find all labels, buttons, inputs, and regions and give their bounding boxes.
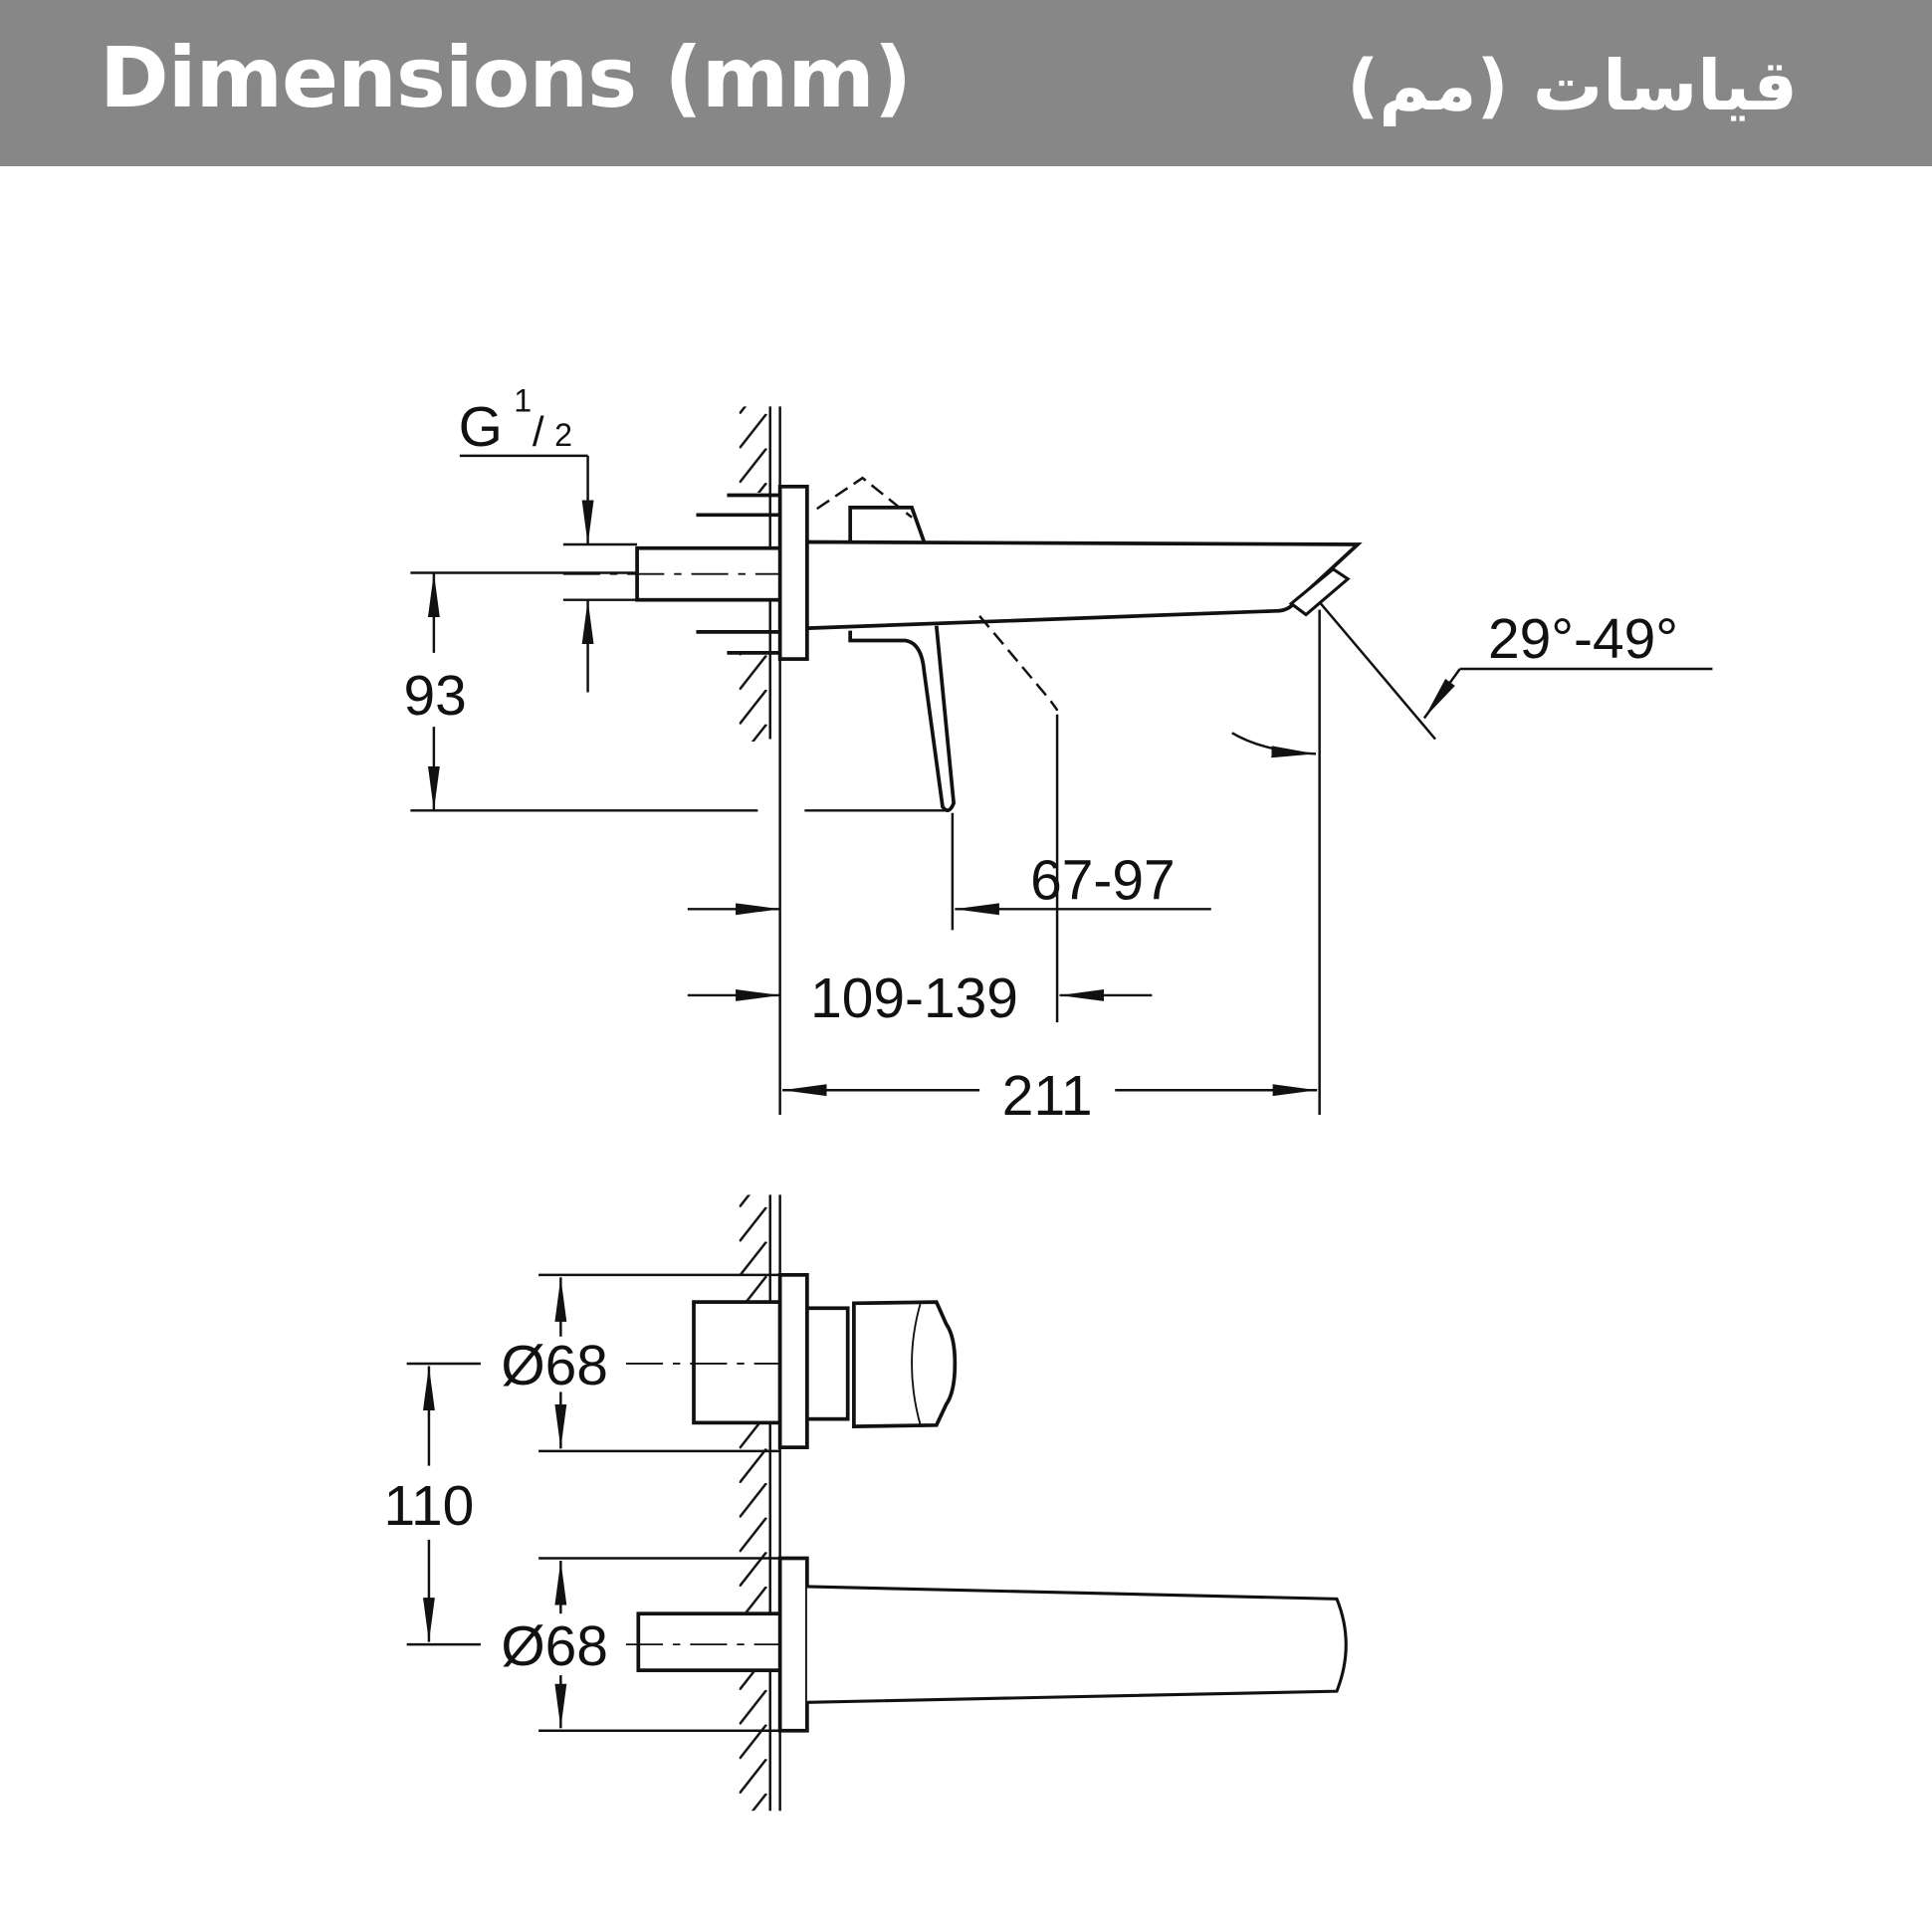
spout-stub <box>636 1611 782 1672</box>
thread-slash: / <box>533 408 544 455</box>
top-view <box>406 1194 1348 1812</box>
spout <box>804 539 1363 631</box>
wall-range-label: 109-139 <box>810 966 1018 1030</box>
side-view-labels: G 1 / 2 93 67-97 109-139 211 29°-49° <box>403 382 1678 1128</box>
thread-denominator: 2 <box>554 417 572 453</box>
centers-110-label: 110 <box>384 1474 475 1538</box>
thread-numerator: 1 <box>514 382 532 418</box>
aerator <box>1288 566 1351 617</box>
title-english: Dimensions (mm) <box>100 29 912 126</box>
mixer-stem <box>805 1306 850 1421</box>
title-arabic: قياسات (مم) <box>1347 45 1798 126</box>
side-view <box>410 406 1713 1115</box>
lower-diameter-label: Ø68 <box>501 1614 608 1678</box>
top-view-labels: Ø68 110 Ø68 <box>384 1334 608 1678</box>
lever-handle <box>848 625 957 812</box>
lever-block <box>848 506 927 543</box>
projection-211-label: 211 <box>1002 1064 1093 1128</box>
mixer-handle <box>852 1300 958 1428</box>
mixer-body <box>692 1300 782 1425</box>
thread-label: G <box>459 395 503 459</box>
wall-flange <box>777 484 809 661</box>
wall-hatch <box>737 406 781 1115</box>
height-93-label: 93 <box>403 664 466 728</box>
spout-flange <box>777 1556 809 1733</box>
mixer-flange <box>777 1273 809 1449</box>
spout-top-view <box>806 1585 1348 1704</box>
lever-alt-position <box>816 476 1059 712</box>
lever-reach-label: 67-97 <box>1030 848 1176 912</box>
wall-hatch-lower <box>737 1194 781 1812</box>
header-bar: Dimensions (mm) قياسات (مم) <box>0 0 1932 166</box>
upper-diameter-label: Ø68 <box>501 1334 608 1397</box>
angle-label: 29°-49° <box>1488 607 1678 671</box>
